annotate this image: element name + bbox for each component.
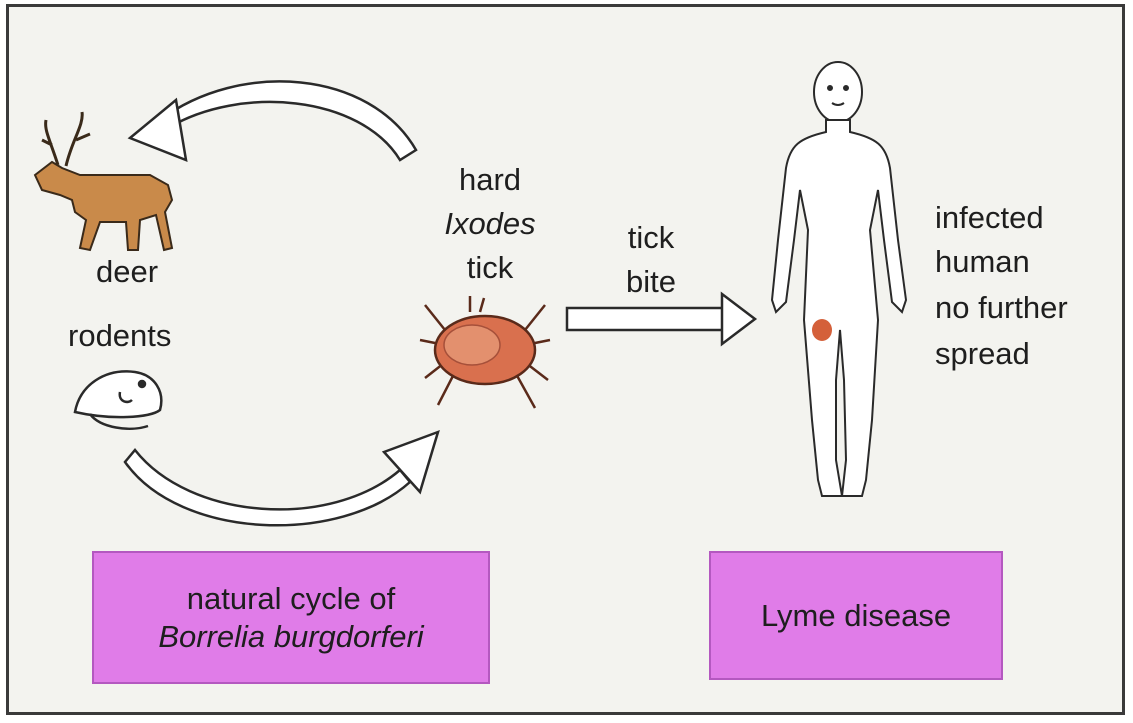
human-figure-icon <box>772 62 906 496</box>
bite-rash-mark <box>812 319 832 341</box>
deer-label: deer <box>96 254 158 290</box>
natural-cycle-box: natural cycle of Borrelia burgdorferi <box>92 551 490 684</box>
tick-label-line2: Ixodes <box>420 206 560 242</box>
arrow-tick-bite-icon <box>567 294 755 344</box>
tick-label-line1: hard <box>420 162 560 198</box>
lyme-disease-label: Lyme disease <box>761 597 951 635</box>
rodents-label: rodents <box>68 318 171 354</box>
tick-icon <box>420 296 550 408</box>
human-label-line1: infected <box>935 200 1044 236</box>
rodent-icon <box>75 371 161 428</box>
human-label-line2: human <box>935 244 1030 280</box>
arrow-tick-to-deer-icon <box>130 81 416 160</box>
natural-cycle-line2: Borrelia burgdorferi <box>158 618 423 656</box>
lyme-disease-box: Lyme disease <box>709 551 1003 680</box>
tick-bite-label-line1: tick <box>596 220 706 256</box>
tick-bite-label-line2: bite <box>596 264 706 300</box>
human-label-line4: spread <box>935 336 1030 372</box>
human-label-line3: no further <box>935 290 1068 326</box>
natural-cycle-line1: natural cycle of <box>187 580 396 618</box>
arrow-rodents-to-tick-icon <box>125 432 438 525</box>
tick-label-line3: tick <box>420 250 560 286</box>
